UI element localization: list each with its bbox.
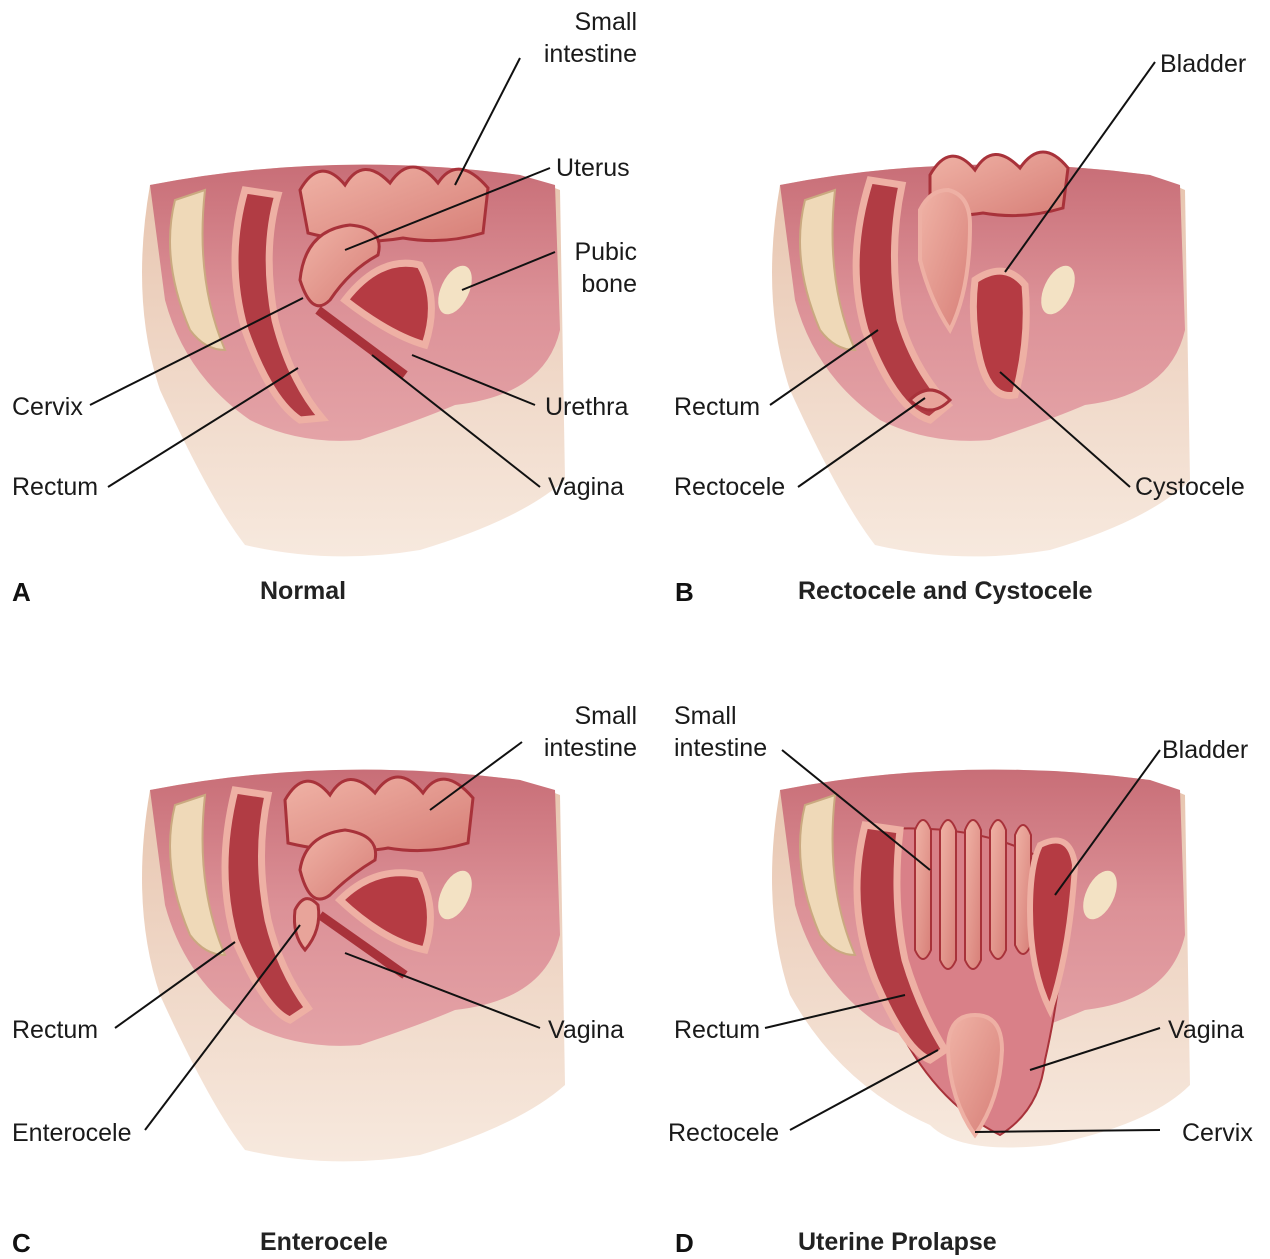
label-urethra: Urethra	[545, 391, 628, 423]
label-enterocele: Enterocele	[12, 1117, 132, 1149]
panel-caption: Enterocele	[260, 1228, 388, 1257]
label-pubic-bone: Pubic bone	[520, 236, 637, 300]
panel-a: Small intestine Uterus Pubic bone Cervix…	[0, 0, 640, 620]
label-vagina: Vagina	[1168, 1014, 1244, 1046]
panel-letter: D	[675, 1228, 694, 1259]
label-cystocele: Cystocele	[1135, 471, 1245, 503]
label-rectum: Rectum	[12, 1014, 98, 1046]
label-vagina: Vagina	[548, 471, 624, 503]
panel-a-illustration	[0, 0, 640, 620]
panel-letter: C	[12, 1228, 31, 1259]
label-small-intestine: Small intestine	[500, 6, 637, 70]
label-rectum: Rectum	[674, 1014, 760, 1046]
label-rectocele: Rectocele	[674, 471, 785, 503]
label-cervix: Cervix	[12, 391, 83, 423]
label-bladder: Bladder	[1162, 734, 1248, 766]
label-rectum: Rectum	[12, 471, 98, 503]
panel-caption: Rectocele and Cystocele	[798, 577, 1093, 606]
label-uterus: Uterus	[556, 152, 630, 184]
label-bladder: Bladder	[1160, 48, 1246, 80]
panel-caption: Normal	[260, 577, 346, 606]
label-rectum: Rectum	[674, 391, 760, 423]
panel-caption: Uterine Prolapse	[798, 1228, 997, 1257]
panel-b-illustration	[630, 0, 1270, 620]
panel-c: Small intestine Rectum Vagina Enterocele…	[0, 630, 640, 1259]
small-intestine	[285, 777, 473, 851]
label-vagina: Vagina	[548, 1014, 624, 1046]
panel-d: Small intestine Bladder Rectum Vagina Re…	[630, 630, 1270, 1259]
panel-b: Bladder Rectum Rectocele Cystocele B Rec…	[630, 0, 1270, 620]
label-cervix: Cervix	[1182, 1117, 1253, 1149]
label-small-intestine: Small intestine	[500, 700, 637, 764]
label-rectocele: Rectocele	[668, 1117, 779, 1149]
label-small-intestine: Small intestine	[674, 700, 767, 764]
panel-letter: B	[675, 577, 694, 608]
panel-letter: A	[12, 577, 31, 608]
